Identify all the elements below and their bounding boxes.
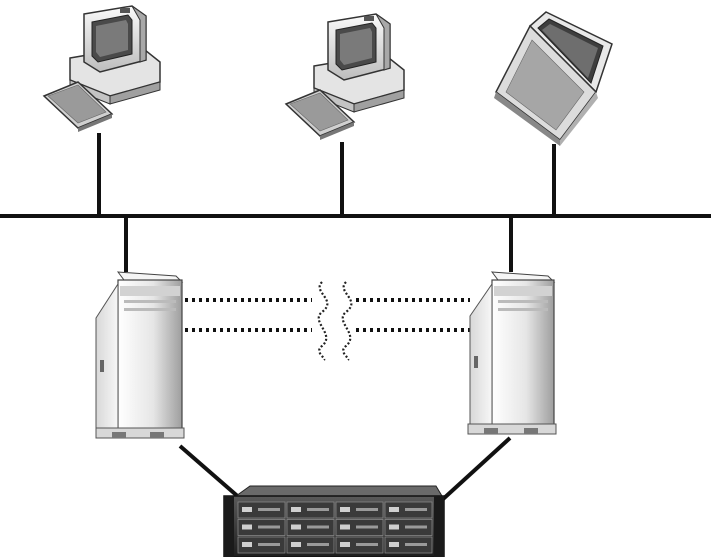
drive-bay-latch xyxy=(389,507,399,512)
drive-bay-slot xyxy=(258,543,280,546)
drive-bay-slot xyxy=(307,543,329,546)
drive-bay-latch xyxy=(389,524,399,530)
drive-bays xyxy=(237,501,433,554)
drive-bay-slot xyxy=(307,508,329,511)
link-left-storage xyxy=(178,444,244,502)
drive-bay-latch xyxy=(242,542,252,547)
desktop-computer-icon xyxy=(284,13,405,140)
drive-bay-slot xyxy=(405,508,427,511)
disk-array-icon xyxy=(223,485,445,557)
desktop-computer-icon xyxy=(42,5,161,132)
tower-server-icon xyxy=(467,271,557,435)
wavy-break-icon xyxy=(317,281,353,361)
server-right xyxy=(467,271,557,435)
laptop xyxy=(494,11,613,146)
workstation-2 xyxy=(284,13,405,140)
connections xyxy=(0,133,711,502)
drive-bay-latch xyxy=(340,542,350,547)
server-sync-links xyxy=(185,298,470,332)
drive-bay-slot xyxy=(356,543,378,546)
drive-bay-slot xyxy=(356,525,378,529)
workstation-1 xyxy=(42,5,161,132)
drive-bay-latch xyxy=(340,507,350,512)
drive-bay-latch xyxy=(291,524,301,530)
tower-server-icon xyxy=(95,271,185,439)
drive-bay-latch xyxy=(242,507,252,512)
server-left xyxy=(95,271,185,439)
drive-bay-slot xyxy=(356,508,378,511)
drive-bay-latch xyxy=(340,524,350,530)
drive-bay-latch xyxy=(291,507,301,512)
laptop-icon xyxy=(494,11,613,146)
drive-bay-slot xyxy=(307,525,329,529)
drive-bay-latch xyxy=(242,524,252,530)
storage-array xyxy=(223,485,445,557)
link-right-storage xyxy=(440,436,512,502)
drive-bay-slot xyxy=(258,525,280,529)
drive-bay-slot xyxy=(405,525,427,529)
drive-bay-slot xyxy=(258,508,280,511)
drive-bay-latch xyxy=(389,542,399,547)
drive-bay-latch xyxy=(291,542,301,547)
drive-bay-slot xyxy=(405,543,427,546)
